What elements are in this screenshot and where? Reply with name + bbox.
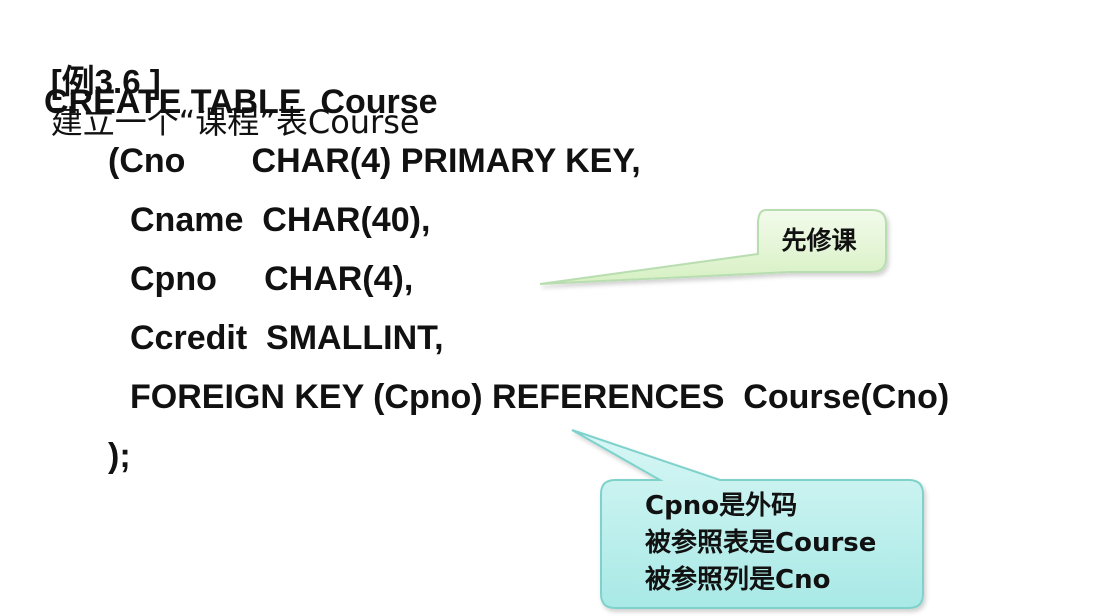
- foreign-key-callout-line-2: 被参照表是Course: [645, 528, 877, 558]
- foreign-key-callout-line-1: Cpno是外码: [645, 491, 798, 521]
- code-line-cname: Cname CHAR(40),: [130, 201, 431, 239]
- code-line-cpno: Cpno CHAR(4),: [130, 260, 414, 298]
- foreign-key-callout: Cpno是外码 被参照表是Course 被参照列是Cno: [601, 480, 923, 608]
- foreign-key-callout-line-3: 被参照列是Cno: [645, 565, 831, 595]
- prerequisite-callout-text: 先修课: [781, 226, 857, 255]
- code-line-create-table: CREATE TABLE Course: [44, 83, 438, 121]
- code-line-ccredit: Ccredit SMALLINT,: [130, 319, 444, 357]
- code-line-foreign-key: FOREIGN KEY (Cpno) REFERENCES Course(Cno…: [130, 378, 950, 416]
- example-number: [例3.6 ]: [50, 63, 161, 100]
- prerequisite-callout: 先修课: [752, 210, 886, 272]
- example-title: [例3.6 ] 建立一个“课程”表Course: [14, 22, 420, 182]
- code-line-cno: (Cno CHAR(4) PRIMARY KEY,: [108, 142, 641, 180]
- example-description: 建立一个“课程”表Course: [50, 103, 420, 141]
- code-line-close: );: [108, 437, 131, 475]
